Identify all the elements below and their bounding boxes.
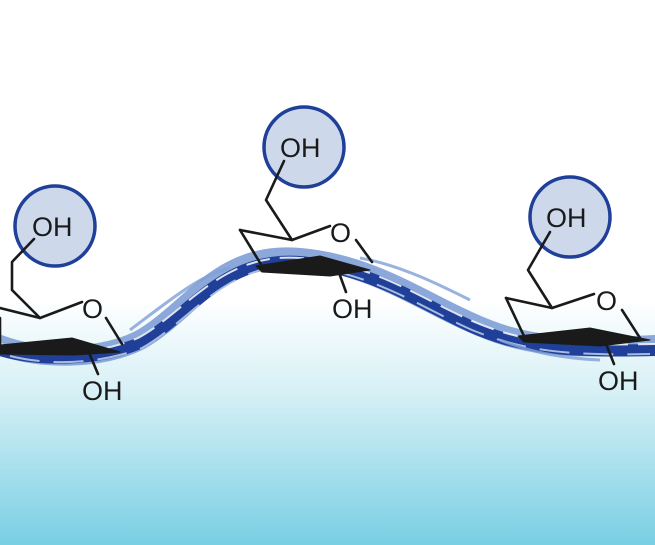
- ring-oxygen-label: O: [596, 286, 617, 316]
- primary-hydroxyl-label: OH: [280, 133, 321, 163]
- sugar-unit-2: OH O OH: [238, 105, 374, 324]
- hydroxyl-highlight-circle: [262, 105, 346, 189]
- sugar-unit-1: OH O OH: [0, 184, 124, 406]
- sugar-unit-3: OH O OH: [504, 175, 651, 396]
- hydroxyl-highlight-circle: [13, 184, 97, 268]
- secondary-hydroxyl-label: OH: [598, 366, 639, 396]
- primary-hydroxyl-label: OH: [546, 203, 587, 233]
- ring-oxygen-label: O: [330, 218, 351, 248]
- secondary-hydroxyl-label: OH: [82, 376, 123, 406]
- ring-oxygen-label: O: [82, 294, 103, 324]
- primary-hydroxyl-label: OH: [32, 212, 73, 242]
- secondary-hydroxyl-label: OH: [332, 294, 373, 324]
- hydroxyl-highlight-circle: [528, 175, 612, 259]
